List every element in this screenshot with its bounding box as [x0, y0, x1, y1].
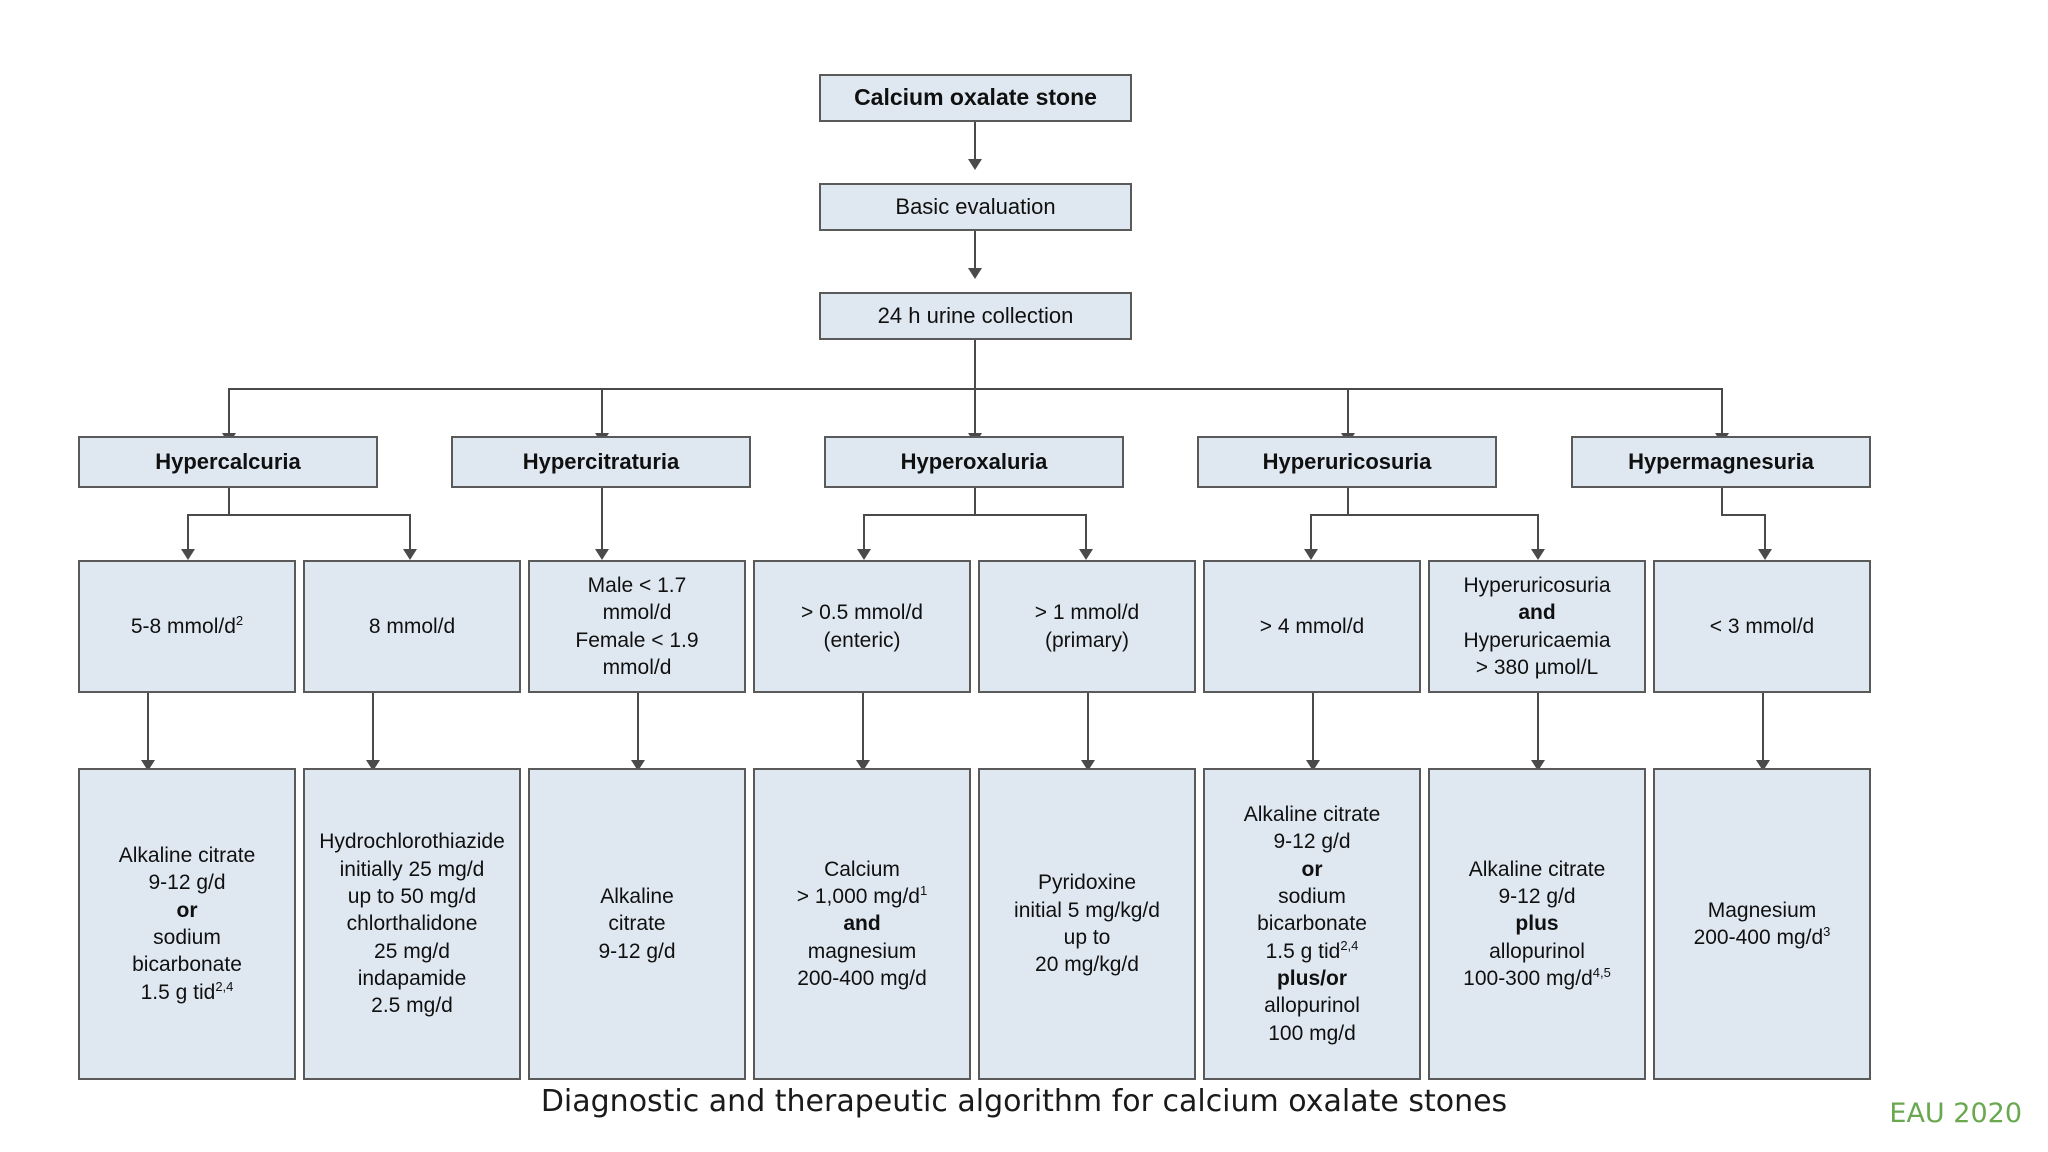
- arrowhead-crit-8: [1758, 549, 1772, 560]
- bus-hyperuricosuria: [1310, 514, 1538, 516]
- arrowhead-basic: [968, 159, 982, 170]
- arrowhead-treat-8: [1756, 760, 1770, 771]
- drop-crit-2: [409, 514, 411, 554]
- figure-caption: Diagnostic and therapeutic algorithm for…: [540, 1084, 1508, 1119]
- connector-crit-6-to-treat-6: [1312, 693, 1314, 765]
- connector-crit-5-to-treat-5: [1087, 693, 1089, 765]
- drop-hyperuricosuria: [1347, 388, 1349, 438]
- drop-crit-4: [863, 514, 865, 554]
- arrowhead-crit-5: [1079, 549, 1093, 560]
- node-crit-5: > 1 mmol/d(primary): [978, 560, 1196, 693]
- bus-hyperoxaluria: [863, 514, 1086, 516]
- arrowhead-urine: [968, 268, 982, 279]
- node-crit-2: 8 mmol/d: [303, 560, 521, 693]
- node-hypermagnesuria: Hypermagnesuria: [1571, 436, 1871, 488]
- arrowhead-treat-1: [141, 760, 155, 771]
- node-hyperuricosuria: Hyperuricosuria: [1197, 436, 1497, 488]
- arrowhead-treat-7: [1531, 760, 1545, 771]
- arrowhead-treat-6: [1306, 760, 1320, 771]
- arrowhead-treat-2: [366, 760, 380, 771]
- arrowhead-crit-2: [403, 549, 417, 560]
- drop-crit-6: [1310, 514, 1312, 554]
- connector-stone-to-basic: [974, 122, 976, 164]
- connector-crit-7-to-treat-7: [1537, 693, 1539, 765]
- node-urine-collection: 24 h urine collection: [819, 292, 1132, 340]
- arrowhead-crit-7: [1531, 549, 1545, 560]
- connector-crit-8-to-treat-8: [1762, 693, 1764, 765]
- arrowhead-crit-4: [857, 549, 871, 560]
- drop-hypercitraturia: [601, 388, 603, 438]
- drop-hypermagnesuria: [1721, 388, 1723, 438]
- arrowhead-treat-5: [1081, 760, 1095, 771]
- stem-hypercitraturia: [601, 488, 603, 554]
- node-hyperoxaluria: Hyperoxaluria: [824, 436, 1124, 488]
- stem-hypermagnesuria: [1721, 488, 1723, 514]
- connector-crit-2-to-treat-2: [372, 693, 374, 765]
- node-basic-evaluation: Basic evaluation: [819, 183, 1132, 231]
- arrowhead-treat-3: [631, 760, 645, 771]
- drop-crit-5: [1085, 514, 1087, 554]
- node-crit-8: < 3 mmol/d: [1653, 560, 1871, 693]
- arrowhead-crit-6: [1304, 549, 1318, 560]
- source-label: EAU 2020: [1889, 1098, 2022, 1129]
- stem-hypercalcuria: [228, 488, 230, 514]
- arrowhead-crit-1: [181, 549, 195, 560]
- drop-hypercalcuria: [228, 388, 230, 438]
- node-crit-4: > 0.5 mmol/d(enteric): [753, 560, 971, 693]
- node-crit-6: > 4 mmol/d: [1203, 560, 1421, 693]
- connector-crit-3-to-treat-3: [637, 693, 639, 765]
- connector-crit-1-to-treat-1: [147, 693, 149, 765]
- connector-basic-to-urine: [974, 231, 976, 273]
- node-hypercitraturia: Hypercitraturia: [451, 436, 751, 488]
- drop-crit-1: [187, 514, 189, 554]
- drop-hyperoxaluria: [974, 388, 976, 438]
- connector-urine-to-bus: [974, 340, 976, 388]
- drop-crit-8: [1764, 514, 1766, 554]
- node-crit-1: 5-8 mmol/d2: [78, 560, 296, 693]
- arrowhead-treat-4: [856, 760, 870, 771]
- drop-crit-7: [1537, 514, 1539, 554]
- arrowhead-crit-3: [595, 549, 609, 560]
- node-hypercalcuria: Hypercalcuria: [78, 436, 378, 488]
- node-calcium-oxalate-stone: Calcium oxalate stone: [819, 74, 1132, 122]
- stem-hyperuricosuria: [1347, 488, 1349, 514]
- stem-hyperoxaluria: [974, 488, 976, 514]
- connector-crit-4-to-treat-4: [862, 693, 864, 765]
- bus-hypercalcuria: [187, 514, 410, 516]
- bus-hypermagnesuria: [1721, 514, 1765, 516]
